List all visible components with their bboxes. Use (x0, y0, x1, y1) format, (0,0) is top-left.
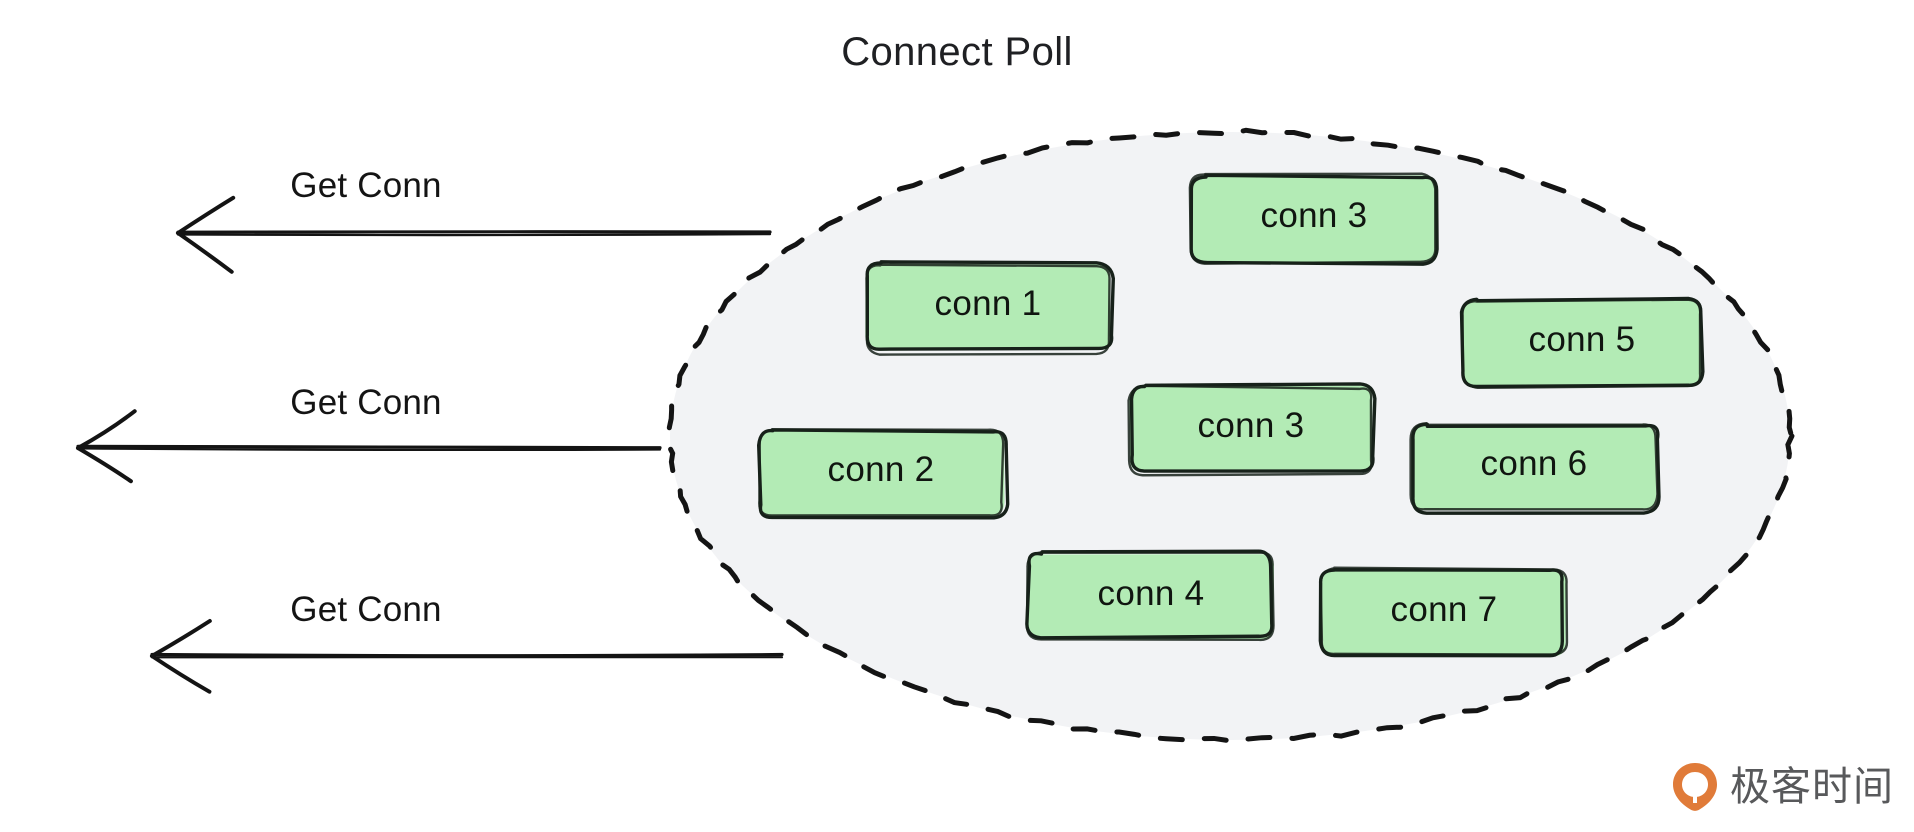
connection-box[interactable] (1025, 549, 1275, 642)
arrow-label: Get Conn (290, 383, 442, 422)
connection-box-border (1411, 422, 1661, 515)
get-conn-arrows (76, 195, 784, 694)
connection-box[interactable] (757, 428, 1010, 520)
connection-box-border (1319, 566, 1569, 656)
arrow-label: Get Conn (290, 590, 442, 629)
arrow-head (176, 195, 236, 235)
connection-box-fill (865, 263, 1111, 351)
connection-box-fill (1028, 553, 1274, 640)
connection-box-fill (758, 429, 1005, 517)
arrow-shaft (150, 652, 784, 658)
arrow-head (176, 231, 234, 274)
connection-box-border (1127, 384, 1373, 477)
arrow-head (150, 619, 212, 658)
page-title: Connect Poll (841, 30, 1073, 74)
connection-box-fill (1411, 423, 1657, 511)
get-conn-arrow (76, 409, 662, 484)
connection-boxes (757, 172, 1705, 658)
arrow-shaft (76, 447, 662, 452)
arrow-head (76, 446, 133, 484)
get-conn-arrow (176, 195, 772, 274)
connection-box-border (1025, 550, 1275, 642)
connection-box-fill (1192, 175, 1437, 262)
connection-box-border (1461, 298, 1702, 390)
get-conn-arrow (150, 619, 784, 694)
arrow-head (76, 409, 137, 450)
connection-box[interactable] (1409, 421, 1661, 515)
watermark-text: 极客时间 (1730, 764, 1894, 810)
watermark: 极客时间 (1672, 762, 1894, 812)
arrow-head (150, 654, 212, 694)
connection-box-fill (1462, 299, 1703, 387)
connection-box-fill (1129, 385, 1373, 472)
geektime-logo-icon (1673, 763, 1717, 811)
connection-box-border (865, 263, 1111, 356)
connection-box[interactable] (1318, 566, 1569, 658)
connection-box-fill (1322, 569, 1567, 657)
arrow-shaft (76, 444, 662, 450)
arrow-shaft (176, 233, 772, 237)
pool-dashed-border (665, 127, 1796, 744)
connection-box-border (1409, 421, 1659, 511)
connection-box[interactable] (1188, 172, 1439, 266)
arrow-label: Get Conn (290, 166, 442, 205)
connection-box-border (1188, 172, 1437, 265)
connection-box[interactable] (865, 260, 1115, 356)
connection-box[interactable] (1127, 382, 1377, 477)
connection-box[interactable] (1459, 296, 1705, 390)
connection-box-border (758, 428, 1005, 517)
